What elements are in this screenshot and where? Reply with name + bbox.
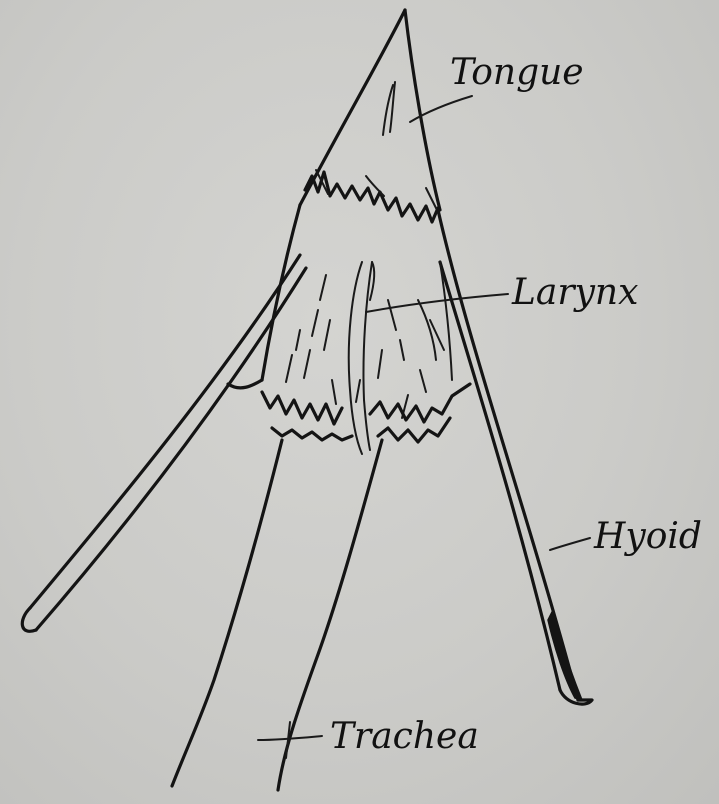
left-pharynx-wall	[262, 205, 300, 380]
hyoid-leader	[550, 538, 590, 550]
label-larynx: Larynx	[511, 272, 638, 313]
left-hyoid-horn	[22, 255, 306, 631]
larynx-leader	[366, 294, 508, 312]
label-tongue: Tongue	[450, 52, 584, 93]
epiglottis-fringe	[305, 170, 438, 222]
label-trachea: Trachea	[330, 716, 479, 757]
leader-lines	[258, 96, 590, 758]
larynx-body	[286, 262, 452, 454]
label-hyoid: Hyoid	[593, 516, 702, 557]
